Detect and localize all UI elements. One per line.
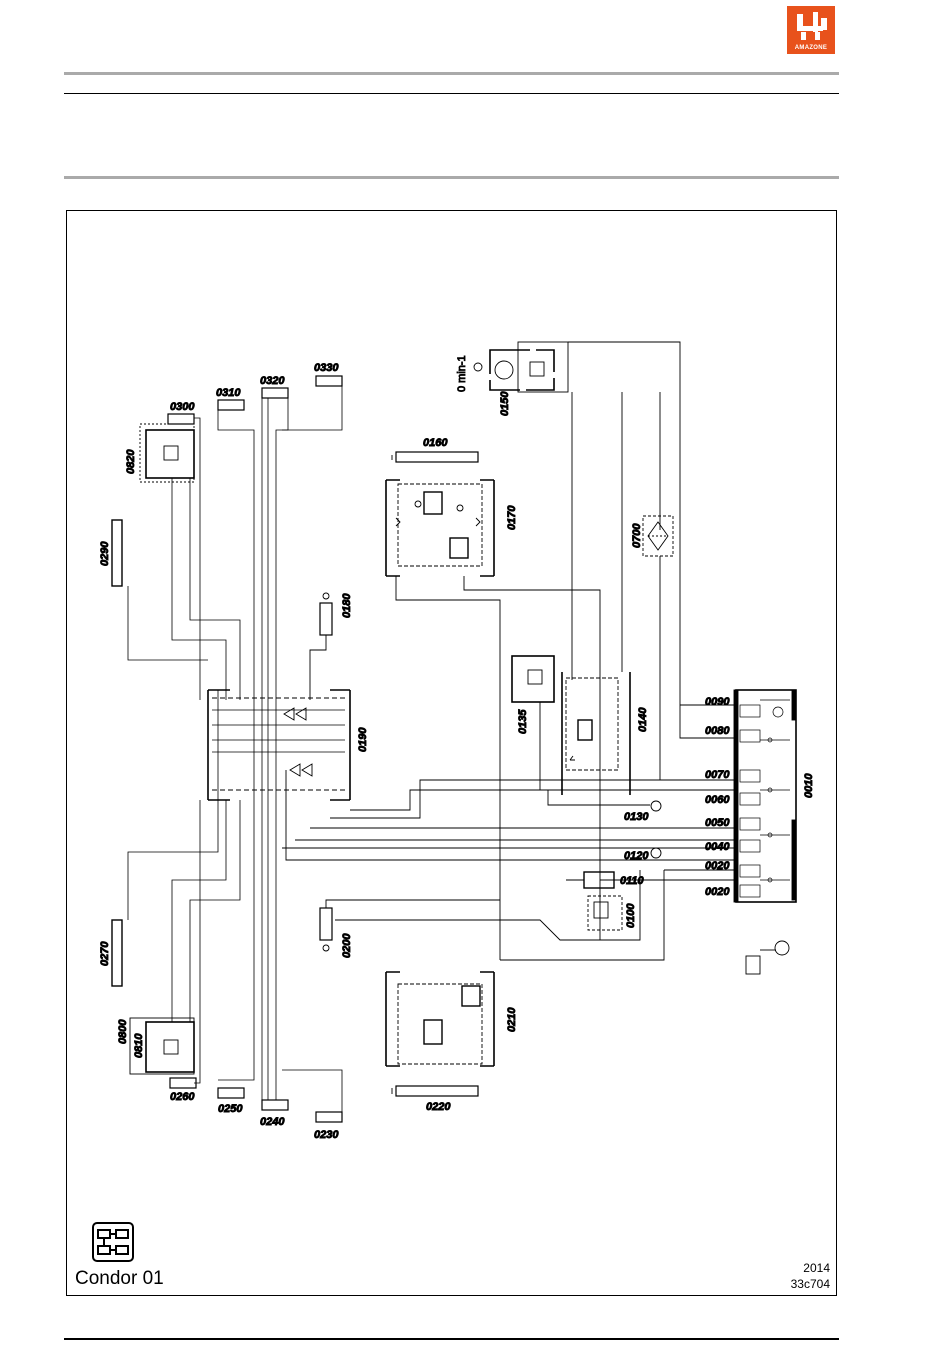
label-0100: 0100 [625, 903, 637, 928]
model-name: Condor 01 [75, 1268, 164, 1290]
label-0310: 0310 [216, 387, 241, 399]
cylinder-0200 [320, 908, 332, 951]
cylinder-0310 [218, 400, 244, 410]
label-0130: 0130 [624, 811, 649, 823]
label-0220: 0220 [426, 1101, 451, 1113]
label-0300: 0300 [170, 401, 195, 413]
valve-0135 [512, 656, 554, 702]
drawing-number: 33c704 [791, 1276, 830, 1292]
label-speed: 0 min-1 [456, 355, 468, 392]
cylinder-0160 [392, 452, 478, 462]
label-0160: 0160 [423, 437, 448, 449]
cylinder-0180 [320, 593, 332, 635]
label-0090: 0090 [705, 696, 730, 708]
valve-block-0190 [208, 690, 350, 800]
label-0040: 0040 [705, 841, 730, 853]
cylinder-0240 [262, 1100, 288, 1110]
label-0140: 0140 [637, 707, 649, 732]
label-0150: 0150 [499, 391, 511, 416]
valve-block-0140 [562, 672, 630, 795]
lever-icon [746, 941, 789, 974]
label-0700: 0700 [631, 523, 643, 548]
valve-block-0170 [386, 480, 494, 576]
cylinder-0320 [262, 388, 288, 398]
hydraulic-diagram-icon [92, 1222, 134, 1262]
cylinder-0330 [316, 376, 342, 386]
label-0320: 0320 [260, 375, 285, 387]
label-0800: 0800 [117, 1019, 129, 1044]
accumulator-0820 [140, 424, 194, 482]
label-0080: 0080 [705, 725, 730, 737]
label-0200: 0200 [341, 933, 353, 958]
drawing-info: 2014 33c704 [791, 1260, 830, 1292]
cylinder-0270 [112, 920, 122, 986]
cylinder-0250 [218, 1088, 244, 1098]
component-labels: 0090 0080 0070 0060 0050 0040 0020 0020 … [99, 355, 815, 1141]
valve-block-0010 [734, 690, 796, 902]
label-0170: 0170 [506, 505, 518, 530]
label-0270: 0270 [99, 941, 111, 966]
label-0810: 0810 [133, 1033, 145, 1058]
label-0330: 0330 [314, 362, 339, 374]
label-0020-a: 0020 [705, 860, 730, 872]
label-0135: 0135 [517, 709, 529, 734]
label-0010: 0010 [803, 773, 815, 798]
label-0070: 0070 [705, 769, 730, 781]
label-0230: 0230 [314, 1129, 339, 1141]
label-0020-b: 0020 [705, 886, 730, 898]
label-0260: 0260 [170, 1091, 195, 1103]
valve-block-0210 [386, 972, 494, 1066]
valve-0100 [588, 896, 622, 930]
cylinder-0260 [170, 1078, 196, 1088]
label-0050: 0050 [705, 817, 730, 829]
label-0820: 0820 [125, 449, 137, 474]
label-0120: 0120 [624, 850, 649, 862]
label-0190: 0190 [357, 727, 369, 752]
label-0210: 0210 [506, 1007, 518, 1032]
gauge-0130-icon [651, 801, 661, 811]
cylinder-0230 [316, 1112, 342, 1122]
drawing-year: 2014 [791, 1260, 830, 1276]
label-0290: 0290 [99, 541, 111, 566]
cylinder-0300 [168, 414, 194, 424]
motor-0150 [474, 342, 568, 392]
label-0180: 0180 [341, 593, 353, 618]
label-0060: 0060 [705, 794, 730, 806]
gauge-0120-icon [651, 848, 661, 858]
label-0250: 0250 [218, 1103, 243, 1115]
filter-0700 [643, 516, 673, 556]
cylinder-0220 [392, 1086, 478, 1096]
label-0110: 0110 [620, 875, 645, 887]
cylinder-0290 [112, 520, 122, 586]
label-0240: 0240 [260, 1116, 285, 1128]
